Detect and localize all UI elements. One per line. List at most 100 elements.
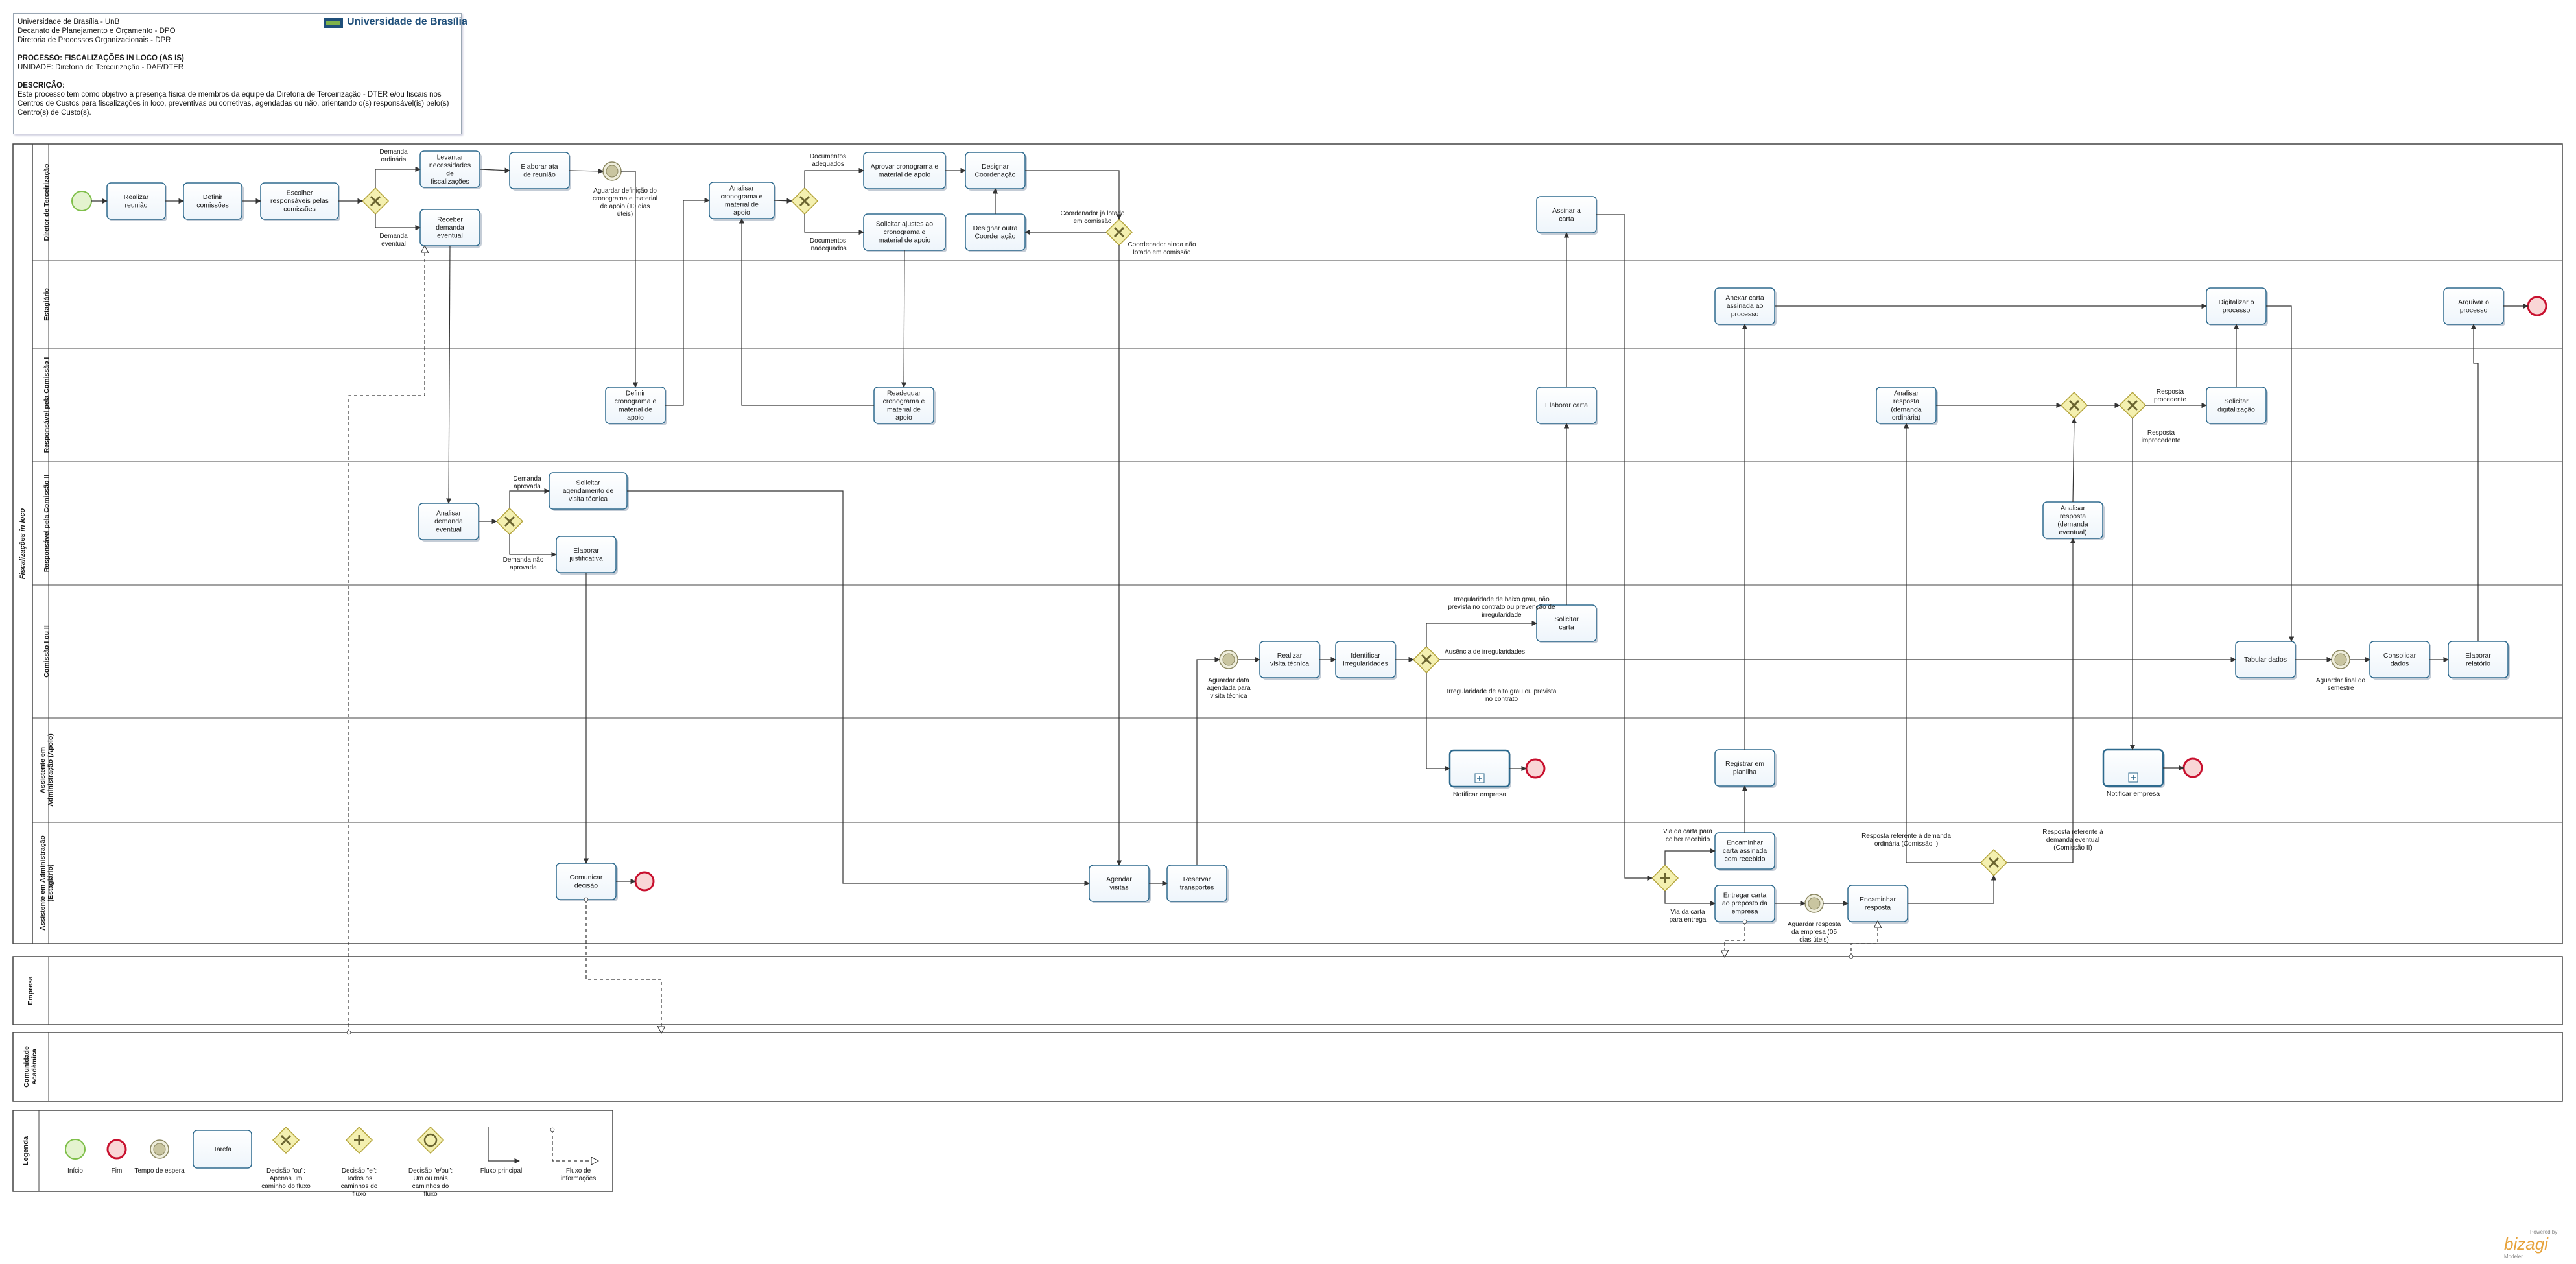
subprocess-caption: Notificar empresa [1453, 791, 1506, 798]
task-t33 [2102, 748, 2165, 788]
sequence-flow [1426, 673, 1450, 772]
info-flow [1851, 922, 1878, 957]
process-label: PROCESSO: FISCALIZAÇÕES IN LOCO (AS IS) [18, 54, 184, 62]
task-t1 [106, 182, 167, 221]
sequence-flow [479, 167, 510, 173]
legend-label: Tempo de espera [134, 1167, 185, 1175]
task-t23 [556, 536, 618, 575]
lane-label: Responsável pela Comissão I [43, 357, 51, 453]
exclusive-gateway-icon [2118, 391, 2147, 420]
task-t31 [1448, 749, 1511, 789]
info-flow [349, 246, 425, 1032]
task-t20 [2206, 387, 2268, 425]
task-t7 [709, 182, 776, 221]
legend-task-icon [193, 1130, 252, 1169]
task-t2 [183, 182, 244, 221]
sequence-flow [375, 214, 421, 231]
task-label: Tabular dados [2244, 656, 2287, 663]
sequence-flow [1903, 423, 1981, 863]
task-t14 [2206, 287, 2268, 326]
task-t35 [1089, 865, 1151, 903]
external-pool [12, 956, 2563, 1025]
exclusive-gateway-icon [272, 1126, 300, 1154]
task-label: Elaborar carta [1545, 401, 1588, 409]
sequence-flow [739, 218, 874, 406]
unit-label: UNIDADE: Diretoria de Terceirização - DA… [18, 64, 184, 71]
external-pool [12, 1032, 2563, 1102]
sequence-flow [665, 197, 710, 406]
external-pool-label: ComunidadeAcadêmica [23, 1046, 38, 1088]
sequence-flow [1596, 214, 1653, 881]
end-event-icon [2182, 757, 2203, 778]
legend-label: Fim [112, 1167, 123, 1175]
task-t9 [965, 152, 1027, 191]
legend-label: Início [67, 1167, 83, 1175]
lane-label: Assistente emAdministração (Apoio) [39, 733, 54, 807]
sequence-flow [1664, 848, 1716, 865]
start-event-icon [71, 191, 92, 211]
task-t5 [509, 152, 571, 191]
task-t34 [556, 863, 618, 901]
description-title: DESCRIÇÃO: [18, 82, 65, 89]
parallel-gateway-icon [345, 1126, 373, 1154]
sequence-flow [1908, 875, 1997, 904]
sequence-flow [2470, 324, 2479, 641]
sequence-flow [621, 171, 639, 388]
sequence-flow [2007, 538, 2076, 863]
sequence-flow [1426, 620, 1537, 647]
bizagi-name: bizagi [2504, 1234, 2548, 1254]
bizagi-modeler: Modeler [2504, 1254, 2523, 1259]
end-event-icon [634, 871, 655, 892]
task-t21 [418, 503, 480, 542]
task-t13 [1714, 287, 1777, 326]
legend-label: Fluxo principal [480, 1167, 522, 1175]
legend-start-icon [65, 1139, 86, 1160]
task-t25 [1259, 641, 1321, 680]
pool-title: Fiscalizações in loco [19, 508, 27, 580]
end-event-icon [2527, 296, 2547, 316]
task-t32 [1714, 749, 1777, 788]
task-t39 [1847, 885, 1909, 924]
task-t36 [1166, 865, 1229, 903]
sequence-flow [804, 214, 864, 235]
main-pool [12, 143, 2563, 944]
info-flow [552, 1130, 598, 1161]
bizagi-powered: Powered by [2530, 1229, 2558, 1235]
sequence-flow [804, 167, 864, 188]
sequence-flow [627, 490, 1090, 887]
